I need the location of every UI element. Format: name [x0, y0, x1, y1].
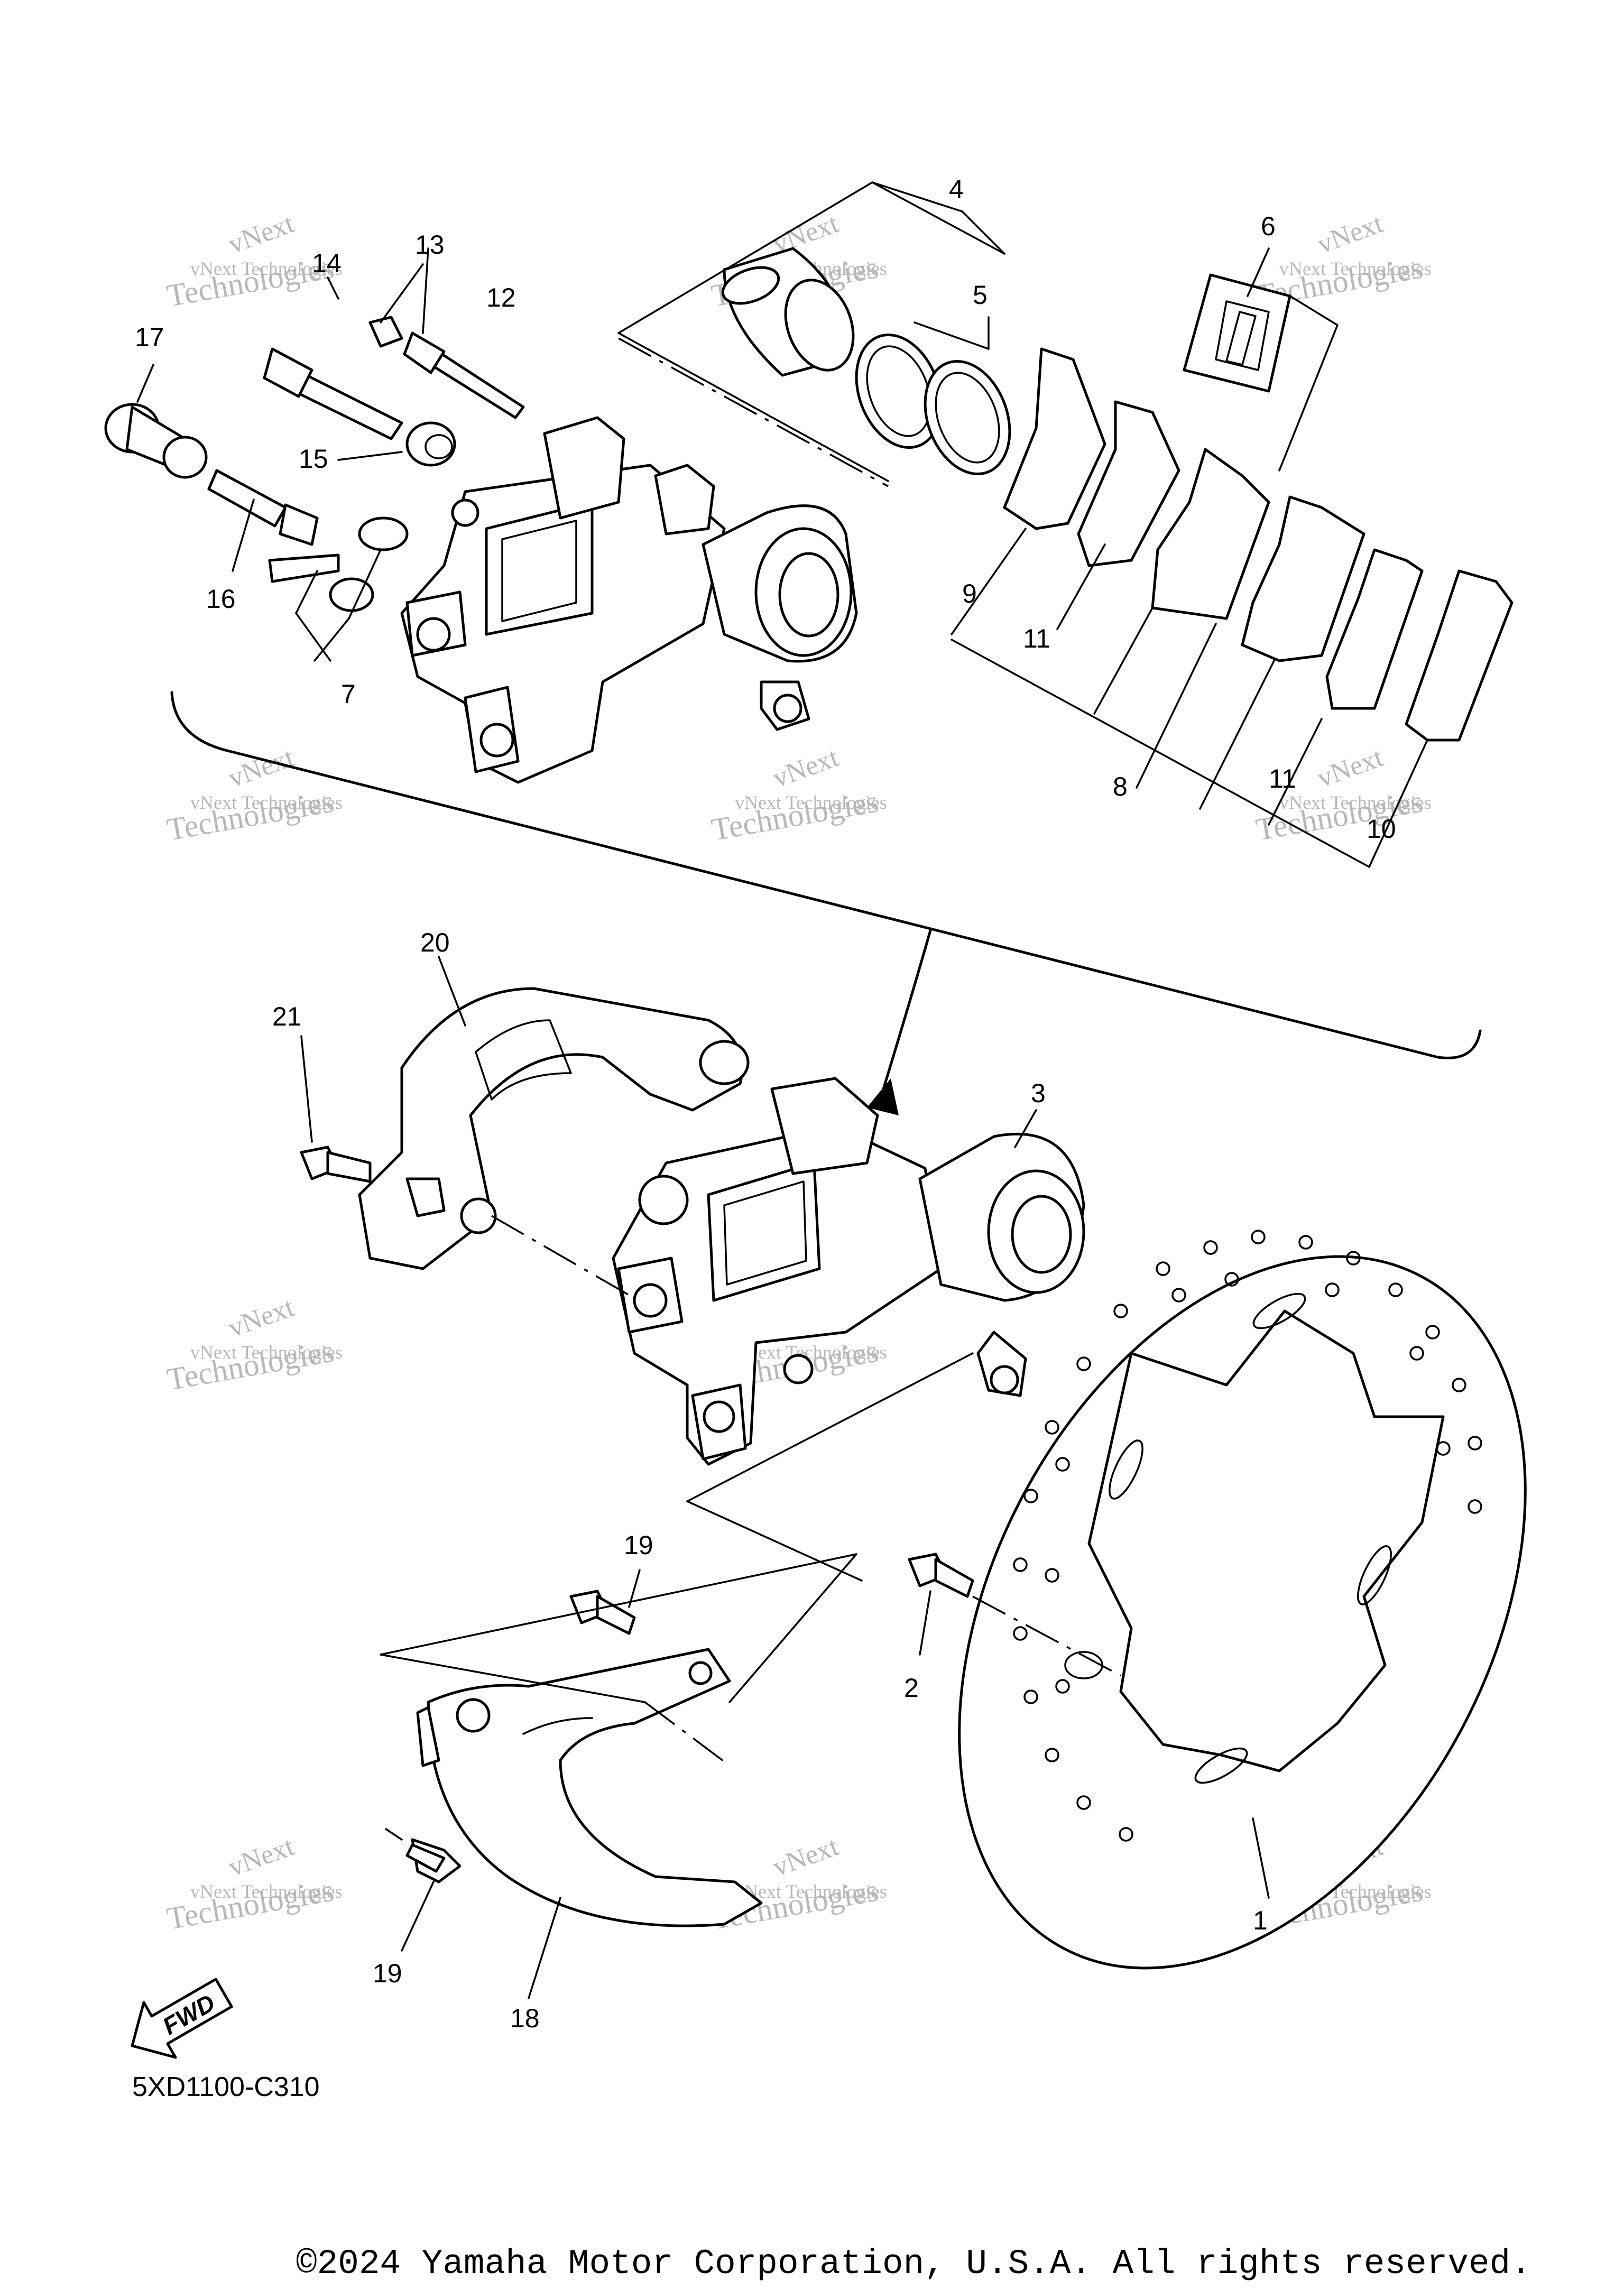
pin-part-14	[263, 347, 403, 440]
assembly-arrowhead	[867, 1078, 899, 1115]
svg-text:vNext Technologies: vNext Technologies	[735, 792, 887, 813]
pin-part-12	[403, 331, 525, 419]
svg-text:vNext Technologies: vNext Technologies	[190, 258, 343, 279]
bolt-part-2	[908, 1553, 974, 1598]
copyright-text: ©2024 Yamaha Motor Corporation, U.S.A. A…	[296, 2244, 1531, 2284]
callout-21: 21	[272, 1002, 302, 1031]
watermark: vNext Technologies vNext Technologies	[709, 742, 887, 847]
bolt-part-21	[300, 1146, 372, 1183]
callout-19-lower: 19	[373, 1959, 402, 1988]
exploded-group-bracket	[170, 691, 1482, 1059]
caliper-body-exploded	[400, 416, 858, 784]
caliper-guard-part-18	[416, 1648, 763, 1927]
callout-16: 16	[206, 584, 236, 614]
callout-numbers: 1 2 3 4 5 6 7 8 9 10 11 11 12 13 14 15 1…	[135, 174, 1396, 2033]
disc-bolt-exploded-line	[972, 1595, 1121, 1677]
bolt-part-19-lower	[405, 1838, 462, 1883]
callout-11-upper: 11	[1023, 624, 1050, 653]
callout-5: 5	[973, 280, 988, 310]
svg-text:vNext: vNext	[225, 1831, 298, 1882]
callout-3: 3	[1031, 1078, 1046, 1108]
watermark: vNext Technologies vNext Technologies	[164, 1292, 343, 1397]
svg-text:vNext: vNext	[1314, 208, 1387, 260]
callout-7: 7	[341, 679, 356, 709]
brake-pads-part-8	[1003, 347, 1514, 742]
callout-14: 14	[312, 248, 342, 278]
piston-exploded-line	[618, 337, 889, 487]
brake-disc-part-1	[958, 1255, 1527, 1970]
bolt-part-19-upper	[569, 1590, 636, 1635]
piston-part-4	[721, 247, 855, 377]
callout-19-upper: 19	[624, 1530, 653, 1560]
bracket-exploded-line	[491, 1215, 630, 1296]
callout-17: 17	[135, 322, 164, 352]
assembly-arrow	[879, 929, 932, 1101]
callout-4: 4	[949, 174, 964, 204]
union-bolt-part-7	[268, 516, 409, 612]
svg-text:vNext Technologies: vNext Technologies	[190, 1881, 343, 1902]
plug-part-13	[368, 316, 403, 348]
svg-text:vNext: vNext	[769, 1831, 843, 1882]
svg-text:vNext: vNext	[769, 742, 843, 793]
svg-text:vNext: vNext	[225, 742, 298, 793]
diagram-code: 5XD1100-C310	[132, 2072, 320, 2102]
fwd-arrow-icon: FWD	[131, 1978, 233, 2059]
bushing-part-15	[405, 421, 456, 467]
callout-20: 20	[420, 928, 450, 957]
pad-spring-part-6	[1183, 273, 1291, 393]
callout-10: 10	[1367, 814, 1396, 844]
callout-15: 15	[299, 444, 328, 474]
callout-2: 2	[904, 1673, 919, 1703]
callout-6: 6	[1261, 211, 1276, 241]
piston-seals-part-5	[855, 333, 1011, 476]
watermark: vNext Technologies vNext Technologies	[1253, 742, 1432, 847]
svg-text:vNext Technologies: vNext Technologies	[190, 1342, 343, 1363]
svg-text:vNext: vNext	[225, 1292, 298, 1343]
svg-text:vNext Technologies: vNext Technologies	[735, 1881, 887, 1902]
svg-text:vNext Technologies: vNext Technologies	[1279, 258, 1432, 279]
svg-text:vNext: vNext	[225, 208, 298, 260]
callout-11-lower: 11	[1269, 764, 1296, 793]
callout-12: 12	[486, 283, 516, 312]
bleeder-part-16	[207, 469, 319, 546]
svg-text:vNext Technologies: vNext Technologies	[735, 1342, 887, 1363]
callout-1: 1	[1253, 1906, 1268, 1935]
caliper-bracket-part-20	[358, 987, 750, 1270]
callout-8: 8	[1113, 772, 1128, 801]
leader-lines	[136, 181, 1428, 1999]
brake-disc-holes	[1013, 1230, 1482, 1842]
svg-text:vNext Technologies: vNext Technologies	[190, 792, 343, 813]
watermark: vNext Technologies vNext Technologies	[164, 1831, 343, 1936]
callout-13: 13	[415, 230, 445, 260]
svg-text:vNext: vNext	[1314, 742, 1387, 793]
svg-text:vNext Technologies: vNext Technologies	[1279, 792, 1432, 813]
caliper-assembly-part-3	[612, 1077, 1085, 1466]
callout-18: 18	[510, 2003, 540, 2033]
guard-exploded-line	[644, 1701, 731, 1767]
bolt-part-17	[104, 403, 208, 479]
callout-9: 9	[962, 579, 977, 608]
